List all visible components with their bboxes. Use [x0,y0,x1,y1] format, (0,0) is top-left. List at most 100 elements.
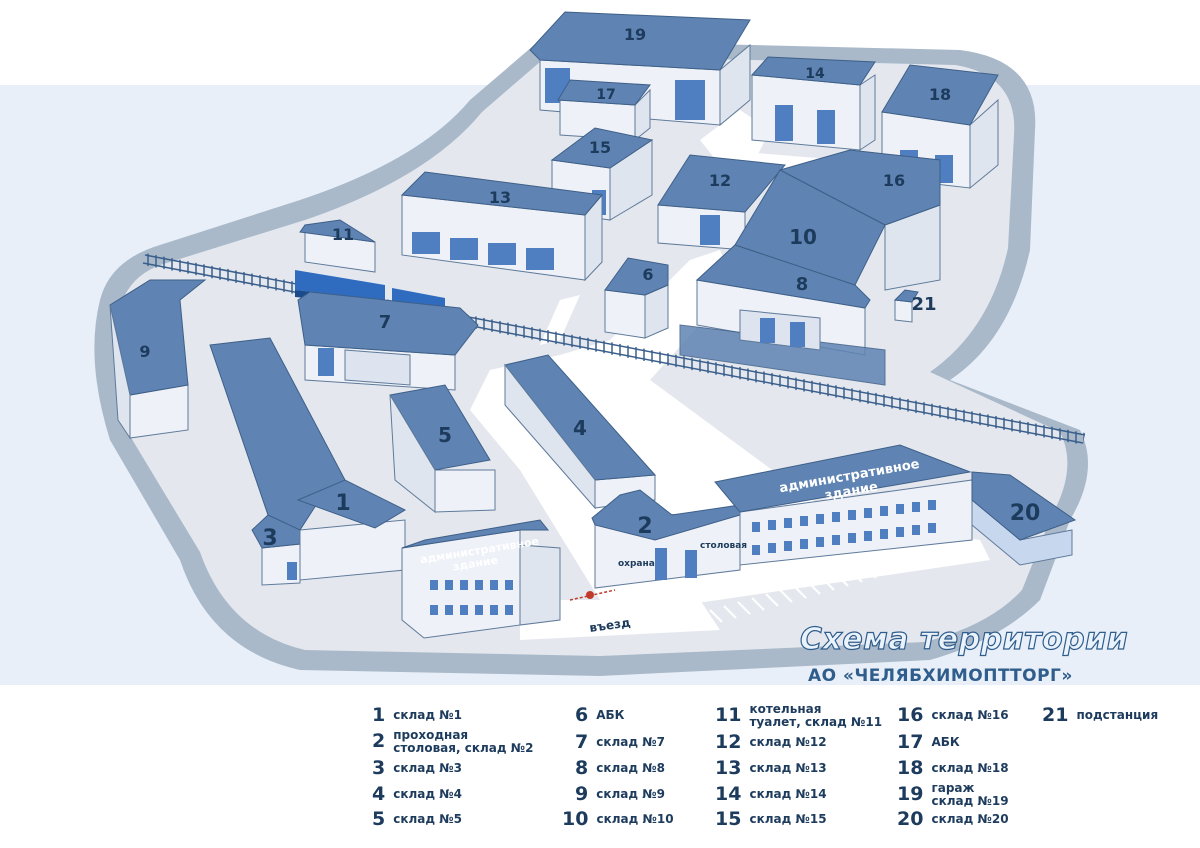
legend-item-18: 18 склад №18 [897,759,1009,778]
building-5[interactable] [389,384,496,514]
legend-text: АБК [596,708,625,723]
building-11[interactable] [299,219,376,273]
legend-number: 3 [372,757,386,779]
label-b12: 12 [709,171,731,190]
legend-number: 8 [575,757,589,779]
legend-item-10: 10 склад №10 [562,810,674,829]
legend-item-8: 8 склад №8 [575,759,665,778]
label-b3: 3 [262,526,277,551]
admin-building-right[interactable] [714,444,973,566]
building-17[interactable] [557,79,651,142]
legend-item-7: 7 склад №7 [575,733,665,752]
legend-text: склад №4 [393,787,463,802]
legend-number: 15 [715,808,742,830]
label-b14: 14 [805,66,825,82]
label-b20: 20 [1010,501,1041,526]
building-2[interactable] [591,489,741,589]
entry-barrier [569,589,616,601]
building-14[interactable] [750,56,876,151]
legend-number: 19 [897,783,924,806]
building-16[interactable] [778,149,941,291]
legend-text: гараж склад №19 [931,781,1009,808]
label-b19: 19 [624,25,646,44]
building-13[interactable] [400,171,603,282]
legend-text: склад №3 [393,761,463,776]
legend-item-15: 15 склад №15 [715,810,827,829]
label-b11: 11 [332,225,354,244]
legend-item-19: 19 гараж склад №19 [897,782,1009,807]
map-title: Схема территории [799,621,1129,657]
legend-item-13: 13 склад №13 [715,759,827,778]
building-8[interactable] [679,244,886,386]
legend-number: 13 [715,757,742,779]
legend-text: склад №16 [931,708,1009,723]
legend-item-20: 20 склад №20 [897,810,1009,829]
legend-text: склад №20 [931,812,1009,827]
legend-item-1: 1 склад №1 [372,706,462,725]
legend-number: 14 [715,783,742,805]
legend-item-9: 9 склад №9 [575,785,665,804]
legend-number: 1 [372,704,386,726]
legend-item-17: 17 АБК [897,733,960,752]
legend-item-3: 3 склад №3 [372,759,462,778]
building-21[interactable] [893,289,919,323]
legend-text: АБК [931,735,960,750]
label-b5: 5 [438,423,452,447]
building-6[interactable] [604,257,669,339]
legend-text: склад №15 [749,812,827,827]
label-b9: 9 [139,342,150,361]
entry-label: въезд [588,615,631,635]
legend-number: 12 [715,731,742,753]
legend-item-16: 16 склад №16 [897,706,1009,725]
legend-item-21: 21 подстанция [1042,706,1158,725]
legend-item-5: 5 склад №5 [372,810,462,829]
legend-number: 6 [575,704,589,726]
label-b6: 6 [642,265,653,284]
label-b4: 4 [573,416,587,440]
legend-item-4: 4 склад №4 [372,785,462,804]
legend-text: проходная столовая, склад №2 [393,728,534,755]
legend-number: 16 [897,704,924,726]
legend-number: 17 [897,731,924,753]
label-b21: 21 [911,294,936,315]
label-b18: 18 [929,85,951,104]
label-b7: 7 [379,312,392,333]
label-b16: 16 [883,171,905,190]
legend-text: склад №14 [749,787,827,802]
canteen-label: столовая [700,541,747,551]
legend-item-12: 12 склад №12 [715,733,827,752]
label-b17: 17 [596,87,615,103]
legend-number: 20 [897,808,924,830]
legend-item-6: 6 АБК [575,706,624,725]
legend-number: 5 [372,808,386,830]
legend-text: склад №8 [596,761,666,776]
building-9[interactable] [109,279,207,440]
legend-text: склад №10 [596,812,674,827]
building-20[interactable] [971,471,1077,566]
legend-text: котельная туалет, склад №11 [749,702,883,729]
building-1[interactable] [209,337,407,581]
legend-text: склад №5 [393,812,463,827]
parking-marks [709,557,905,623]
label-b15: 15 [589,138,611,157]
legend-number: 21 [1042,704,1069,726]
building-7[interactable] [297,291,479,391]
legend-text: склад №9 [596,787,666,802]
legend-item-11: 11 котельная туалет, склад №11 [715,703,882,728]
legend-number: 4 [372,783,386,805]
admin-building-left[interactable] [401,519,561,639]
label-b2: 2 [637,514,652,539]
label-b10: 10 [789,225,817,249]
legend-number: 7 [575,731,589,753]
legend-item-2: 2 проходная столовая, склад №2 [372,729,534,754]
legend-item-14: 14 склад №14 [715,785,827,804]
legend-number: 11 [715,704,742,727]
map-subtitle: АО «ЧЕЛЯБХИМОПТТОРГ» [808,666,1073,686]
legend-number: 10 [562,808,589,830]
legend-text: склад №7 [596,735,666,750]
label-b13: 13 [489,188,511,207]
legend-number: 18 [897,757,924,779]
building-12[interactable] [657,154,786,251]
label-b1: 1 [335,491,350,516]
